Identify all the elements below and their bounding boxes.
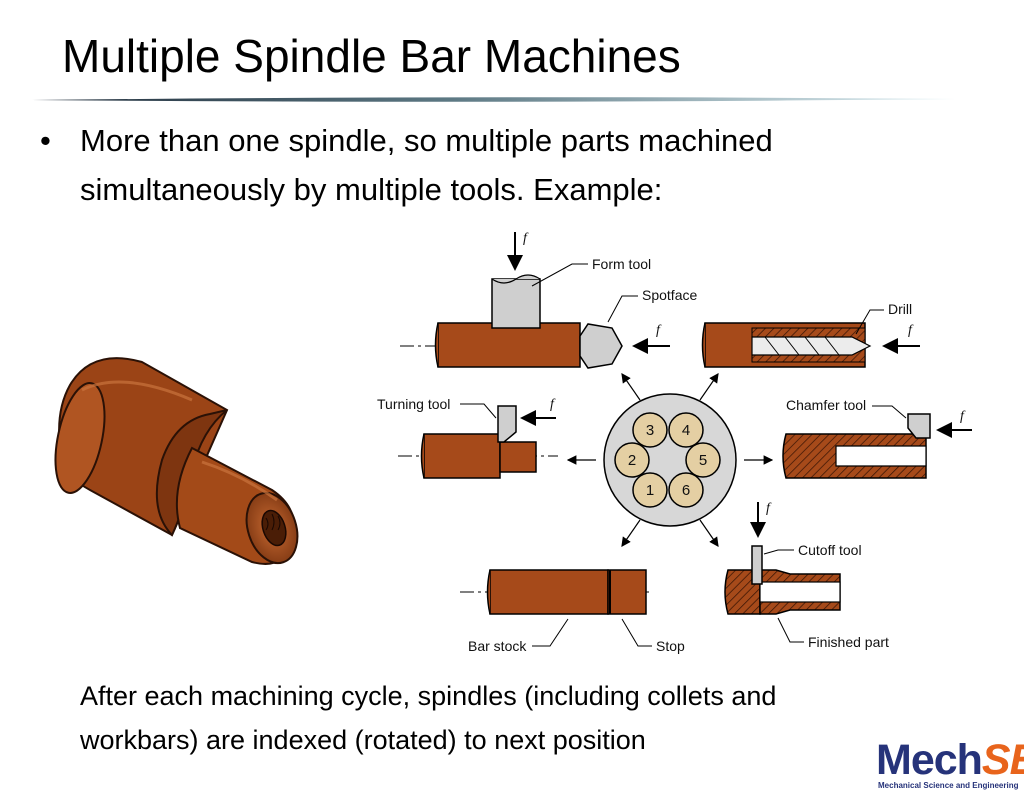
title-underline [32,97,956,102]
spindle-station-diagram: f Form tool Spotface f Drill f Turning t… [377,231,972,654]
svg-text:2: 2 [628,452,636,469]
label-cutoff-tool: Cutoff tool [798,542,862,558]
spindle-indexer: 4 3 2 5 1 6 [603,393,737,527]
feed-label: f [523,231,529,246]
logo-subtitle: Mechanical Science and Engineering [878,781,1019,790]
spindle-5: 5 [685,442,721,478]
label-chamfer-tool: Chamfer tool [786,397,866,413]
spindle-4: 4 [668,412,704,448]
label-finished-part: Finished part [808,634,889,650]
svg-text:6: 6 [682,482,690,499]
station-arrows [566,373,774,547]
label-form-tool: Form tool [592,256,651,272]
caption-text: After each machining cycle, spindles (in… [80,681,777,755]
svg-text:3: 3 [646,422,654,439]
feed-label: f [766,501,772,516]
station-cutoff: f Cutoff tool Finished part [724,501,889,650]
svg-text:4: 4 [682,422,690,439]
feed-label: f [550,397,556,412]
label-spotface: Spotface [642,287,697,303]
slide-title: Multiple Spindle Bar Machines [62,30,681,82]
spindle-2: 2 [614,442,650,478]
bullet-text: More than one spindle, so multiple parts… [80,123,773,207]
label-bar-stock: Bar stock [468,638,527,654]
station-chamfer: Chamfer tool f [782,397,972,479]
label-turning-tool: Turning tool [377,396,450,412]
label-drill: Drill [888,301,912,317]
feed-label: f [908,323,914,338]
station-form-spotface: f Form tool Spotface f [400,231,697,369]
feed-label: f [656,323,662,338]
logo-wordmark: MechSE [876,736,1024,784]
feed-label: f [960,409,966,424]
mechse-logo: MechSE Mechanical Science and Engineerin… [876,736,1024,791]
spindle-3: 3 [632,412,668,448]
bullet-marker: • [40,123,51,158]
spindle-6: 6 [668,472,704,508]
finished-part-image [54,357,299,565]
station-bar-stock: Bar stock Stop [460,569,685,654]
station-turning: Turning tool f [377,396,558,479]
svg-text:5: 5 [699,452,707,469]
svg-text:1: 1 [646,482,654,499]
label-stop: Stop [656,638,685,654]
station-drill: Drill f [701,301,920,368]
spindle-1: 1 [632,472,668,508]
